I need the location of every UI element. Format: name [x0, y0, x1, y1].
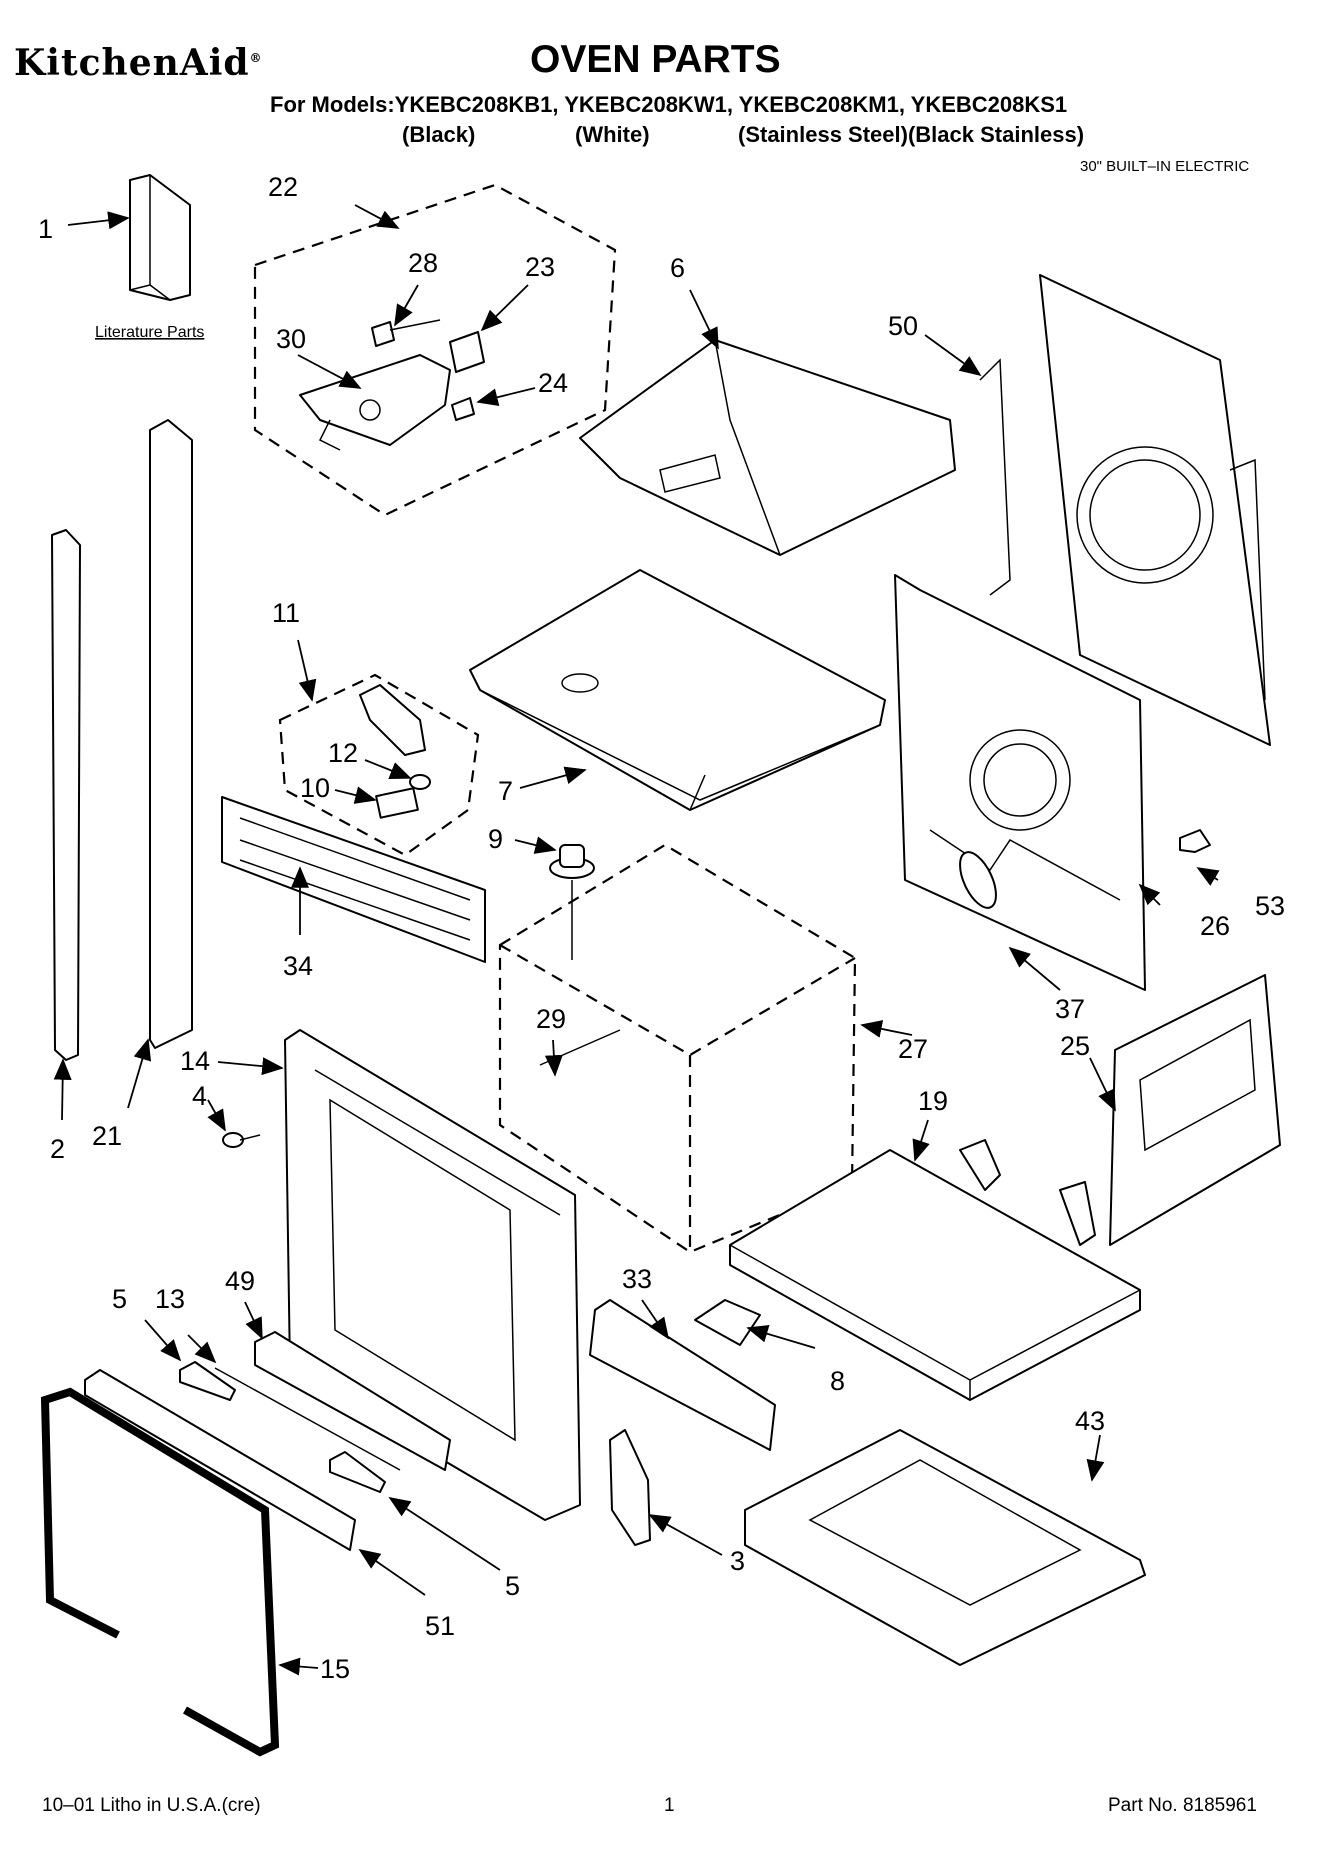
callout-13: 13 — [155, 1284, 185, 1314]
part-bracket-8 — [694, 1299, 761, 1346]
callout-30: 30 — [276, 324, 306, 354]
part-switch-28 — [371, 319, 441, 347]
callout-24: 24 — [538, 368, 568, 398]
page-title: OVEN PARTS — [530, 38, 781, 81]
callout-labels: 1 2 3 4 5 5 6 7 8 9 10 11 12 13 14 15 19… — [38, 172, 1285, 1684]
footer-litho: 10–01 Litho in U.S.A.(cre) — [42, 1795, 261, 1816]
part-door-gasket — [40, 1387, 280, 1757]
models-line: For Models:YKEBC208KB1, YKEBC208KW1, YKE… — [270, 92, 1068, 117]
callout-5b: 5 — [505, 1571, 520, 1601]
callout-19: 19 — [918, 1086, 948, 1116]
part-spacer-5b — [329, 1451, 386, 1493]
part-literature-booklet — [129, 174, 191, 301]
part-lens-10 — [375, 787, 419, 819]
footer-part-number: Part No. 8185961 — [1108, 1795, 1257, 1816]
callout-4: 4 — [192, 1081, 207, 1111]
part-door-trim-51 — [84, 1369, 356, 1551]
leader-lines — [53, 204, 1220, 1676]
callout-43: 43 — [1075, 1406, 1105, 1436]
part-rear-wall — [894, 574, 1146, 991]
callout-12: 12 — [328, 738, 358, 768]
callout-3: 3 — [730, 1546, 745, 1576]
callout-25: 25 — [1060, 1031, 1090, 1061]
callout-22: 22 — [268, 172, 298, 202]
callout-28: 28 — [408, 248, 438, 278]
callout-11: 11 — [272, 598, 300, 628]
callout-33: 33 — [622, 1264, 652, 1294]
finish-stainless: (Stainless Steel)(Black Stainless) — [738, 122, 1085, 147]
brand-logo: KitchenAid® — [14, 42, 263, 84]
part-connector-24 — [451, 397, 475, 421]
part-bulb-12 — [409, 774, 431, 790]
callout-29: 29 — [536, 1004, 566, 1034]
part-hinge-bracket — [609, 1429, 651, 1546]
part-spacer-5a — [179, 1361, 236, 1401]
part-bottom-panel — [729, 1139, 1141, 1401]
callout-27: 27 — [898, 1034, 928, 1064]
callout-21: 21 — [92, 1121, 122, 1151]
callout-49: 49 — [225, 1266, 255, 1296]
callout-14: 14 — [180, 1046, 210, 1076]
callout-2: 2 — [50, 1134, 65, 1164]
callout-37: 37 — [1055, 994, 1085, 1024]
callout-10: 10 — [300, 773, 330, 803]
finish-white: (White) — [575, 122, 650, 147]
footer-page-number: 1 — [664, 1795, 675, 1816]
part-screw-4 — [222, 1132, 261, 1148]
part-rear-panel — [979, 274, 1271, 746]
callout-8: 8 — [830, 1366, 845, 1396]
part-side-trim-2 — [51, 529, 81, 1061]
part-thermal-37 — [959, 851, 997, 909]
part-control-bracket — [299, 354, 451, 451]
callout-34: 34 — [283, 951, 313, 981]
callout-5a: 5 — [112, 1284, 127, 1314]
part-side-trim-21 — [149, 419, 193, 1049]
callout-15: 15 — [320, 1654, 350, 1684]
part-top-deflector — [579, 339, 956, 556]
callout-51: 51 — [425, 1611, 455, 1641]
callout-23: 23 — [525, 252, 555, 282]
callout-9: 9 — [488, 824, 503, 854]
group-22-outline — [253, 183, 617, 517]
part-drawer-pan — [744, 1429, 1146, 1666]
appliance-type: 30" BUILT–IN ELECTRIC — [1080, 158, 1250, 175]
group-11-outline — [278, 673, 480, 857]
part-light-socket — [359, 684, 426, 756]
part-channel-33 — [589, 1299, 776, 1451]
part-vent-grille — [221, 796, 486, 963]
callout-50: 50 — [888, 311, 918, 341]
part-insulation-49 — [254, 1331, 451, 1471]
literature-parts-label: Literature Parts — [95, 324, 204, 341]
callout-26: 26 — [1200, 911, 1230, 941]
callout-7: 7 — [498, 776, 513, 806]
callout-6: 6 — [670, 253, 685, 283]
part-bracket-53 — [1179, 829, 1211, 853]
callout-1: 1 — [38, 214, 53, 244]
part-side-panel-25 — [1109, 974, 1281, 1246]
part-relay-23 — [449, 331, 485, 373]
callout-53: 53 — [1255, 891, 1285, 921]
part-element-9 — [549, 844, 595, 960]
part-oven-top — [469, 569, 886, 811]
finish-black: (Black) — [402, 122, 476, 147]
part-strip-13 — [214, 1367, 401, 1471]
